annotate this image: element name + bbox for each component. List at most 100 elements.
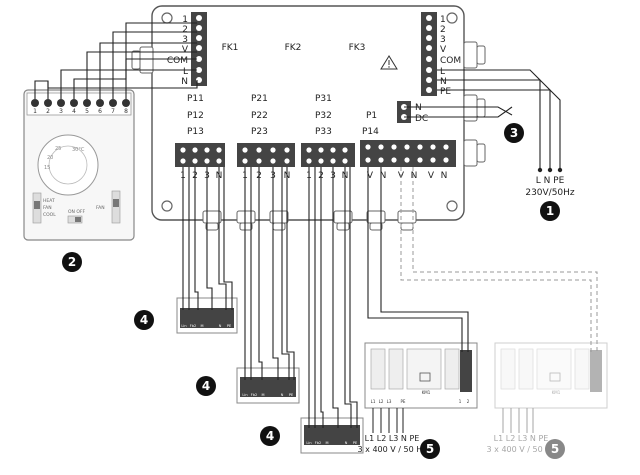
terminal-label: Fb2 [251,393,257,397]
mode-label: FAN [43,205,52,211]
left-terminal-strip: 1 2 3 V COM L N [167,12,207,87]
actuator-wiring [182,167,358,428]
callout-number: 4 [202,379,210,393]
p14-label: P14 [362,127,379,137]
terminal-label: L1 [371,399,376,404]
terminal-label: 1 [440,15,446,25]
terminal-label: N [441,171,448,181]
actuator-1: Lin Fb2 M N PE [176,297,238,334]
warning-icon [380,55,398,70]
terminal-label: 1 [182,15,188,25]
terminal-label: N [281,393,284,397]
terminal-label: L [183,67,188,77]
terminal-label: M [325,441,328,445]
terminal-label: 1 [459,399,462,404]
screw-hole [446,200,458,212]
terminal-label: N [440,77,447,87]
contactor-label: KM1 [552,390,561,395]
contactor-icon [419,372,431,382]
terminal-number: 4 [72,108,76,115]
p1-label: P1 [366,111,377,121]
optional-dashed-wiring [400,167,598,352]
power-rating: 230V/50Hz [525,188,575,198]
switch-label: ON OFF [68,209,85,215]
contactor-unit-optional: KM1 L1 L2 L3 N PE 3 x 400 V / 50 Hz [487,342,608,454]
dc-wiring [404,106,513,118]
terminal-label: L3 [387,399,392,404]
power-labels: L N PE [536,176,565,186]
p12-label: P12 [187,111,204,121]
terminal-number: 2 [46,108,50,115]
contactor-control-wiring [367,167,469,352]
p33-label: P33 [315,127,332,137]
p32-label: P32 [315,111,332,121]
terminal-label: 2 [467,399,470,404]
terminal-label: M [200,324,203,328]
dial-mark: 15 [44,165,50,171]
contactor-supply-wires [372,408,404,433]
terminal-number: 7 [111,108,115,115]
callout-4: 4 [134,310,154,330]
terminal-label: DC [415,114,428,124]
terminal-label: 3 [440,35,446,45]
cable-glands [131,41,486,231]
fk3-label: FK3 [349,43,366,53]
terminal-label: PE [289,393,293,397]
terminal-label: 2 [182,25,188,35]
fan-label: FAN [96,205,105,211]
dial-mark: 20 [47,155,53,161]
terminal-label: N [415,103,422,113]
terminal-label: V [440,45,447,55]
terminal-label: 2 [440,25,446,35]
thermostat: 1 2 3 4 5 6 7 8 30°C 25 20 15 HEAT FAN C… [23,89,135,241]
terminal-label: L [440,67,445,77]
terminal-number: 6 [98,108,102,115]
terminal-label: N [345,441,348,445]
dial-mark: 25 [55,146,61,152]
terminal-label: V [367,171,374,181]
terminal-label: M [261,393,264,397]
thermostat-wiring [34,22,198,99]
terminal-label: V [182,45,189,55]
p22-label: P22 [251,111,268,121]
p31-label: P31 [315,94,332,104]
contactor-label: KM1 [422,390,431,395]
mode-label: HEAT [43,198,55,204]
right-terminal-strip: 1 2 3 V COM L N PE [421,12,461,97]
terminal-label: PE [227,324,231,328]
terminal-block [421,12,437,96]
fk2-label: FK2 [285,43,302,53]
contactor-unit: KM1 L1 L2 L3 PE 1 2 L1 L2 L3 N PE 3 x 40… [358,342,478,454]
terminal-number: 3 [59,108,63,115]
terminal-number: 8 [124,108,128,115]
p11-label: P11 [187,94,204,104]
callout-number: 1 [546,204,554,218]
actuator-2: Lin Fb2 M N PE [236,367,300,404]
supply-labels: L1 L2 L3 N PE [365,434,420,443]
bottom-terminal-block-2: 1 2 3 N [237,143,295,181]
p21-label: P21 [251,94,268,104]
terminal-label: N [181,77,188,87]
bottom-terminal-block-4: V N V N V N [360,140,456,181]
terminal-label: COM [440,56,461,66]
callout-4: 4 [260,426,280,446]
terminal-label: 3 [182,35,188,45]
callout-number: 4 [266,429,274,443]
callout-number: 5 [426,442,434,456]
p23-label: P23 [251,127,268,137]
temperature-dial [37,134,99,196]
callout-5-faded: 5 [545,439,565,459]
callout-2: 2 [62,252,82,272]
mode-label: COOL [43,212,56,218]
fk1-label: FK1 [222,43,239,53]
terminal-label: Lin [242,393,247,397]
power-wiring [437,69,561,169]
terminal-label: Lin [306,441,311,445]
contactor-icon [549,372,561,382]
terminal-number: 5 [85,108,89,115]
screw-hole [161,200,173,212]
terminal-label: N [380,171,387,181]
callout-1: 1 [540,201,560,221]
supply-rating: 3 x 400 V / 50 Hz [358,445,427,454]
